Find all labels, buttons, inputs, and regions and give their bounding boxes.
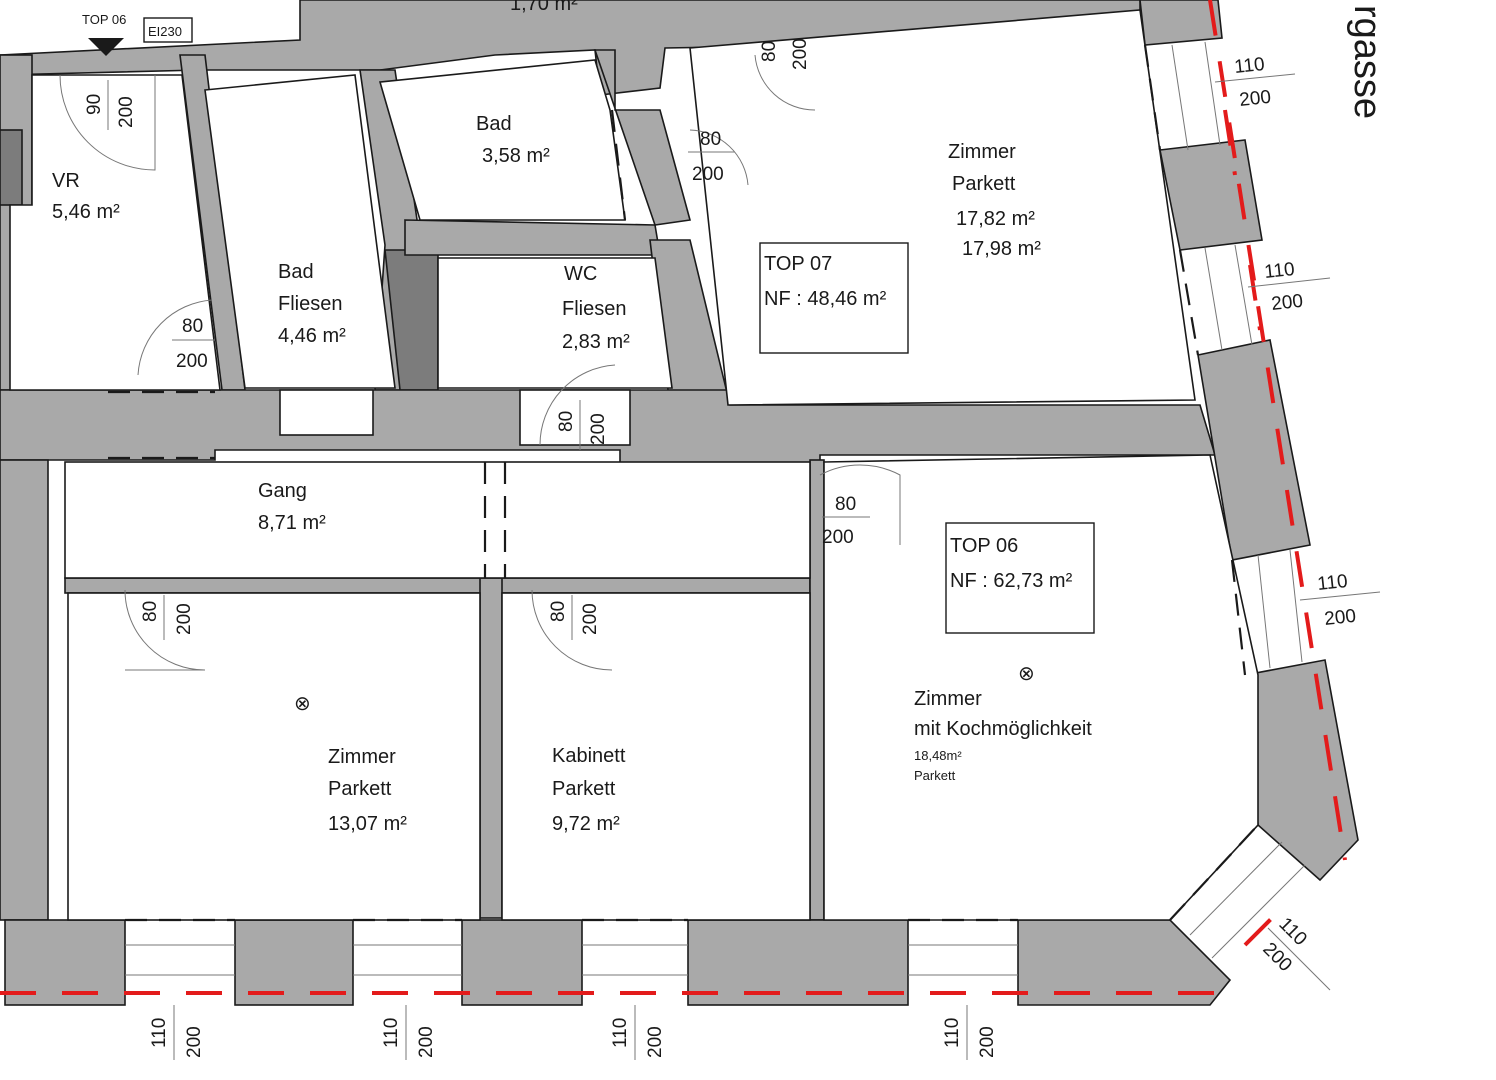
window-dim-width: 110 — [1316, 571, 1348, 595]
door-dim-width: 80 — [759, 41, 780, 62]
vr-name: VR — [52, 170, 80, 192]
wc-name: WC — [564, 263, 597, 285]
bad-main-name: Bad — [278, 261, 314, 283]
bad-main-area: 4,46 m² — [278, 325, 346, 347]
door-dim-width: 80 — [700, 129, 721, 150]
fire-rating-box — [143, 17, 193, 43]
window-dim-height: 200 — [645, 1026, 666, 1058]
window-dim-height: 200 — [977, 1026, 998, 1058]
zimmer-top07-area2: 17,98 m² — [962, 238, 1041, 260]
top06-label: TOP 06 — [950, 535, 1018, 557]
door-dim-height: 200 — [116, 96, 137, 128]
door-dim-height: 200 — [580, 603, 601, 635]
zimmer-koch-subtitle: mit Kochmöglichkeit — [914, 718, 1092, 740]
zimmer-koch-name: Zimmer — [914, 688, 982, 710]
dashed-openings — [108, 44, 1259, 922]
window-dim-width: 110 — [381, 1018, 402, 1048]
door-dim-width: 80 — [835, 494, 856, 515]
bad-main-floor: Fliesen — [278, 293, 342, 315]
zimmer-left-floor: Parkett — [328, 778, 392, 800]
zimmer-koch-area: 18,48m² — [914, 748, 962, 763]
window-lines — [125, 41, 1306, 976]
gang-name: Gang — [258, 480, 307, 502]
top06-area: NF : 62,73 m² — [950, 570, 1073, 592]
door-dim-height: 200 — [176, 351, 208, 372]
door-dimensions: 90 200 80 200 80 200 80 200 80 200 80 20… — [84, 38, 870, 640]
window-dim-height: 200 — [1270, 291, 1304, 315]
zimmer-left-area: 13,07 m² — [328, 813, 407, 835]
door-dim-width: 80 — [548, 601, 569, 622]
wc-floor: Fliesen — [562, 298, 626, 320]
door-dim-width: 90 — [84, 94, 105, 115]
street-name: rgasse — [1346, 5, 1388, 119]
window-dim-height: 200 — [416, 1026, 437, 1058]
door-dim-height: 200 — [588, 413, 609, 445]
room-floors — [9, 9, 1259, 921]
top06-box — [945, 522, 1095, 634]
bad-small-area: 3,58 m² — [482, 145, 550, 167]
entrance-label: TOP 06 — [82, 12, 126, 27]
kabinett-name: Kabinett — [552, 745, 626, 767]
fire-rating: EI230 — [148, 24, 182, 39]
window-markers — [0, 0, 1347, 995]
door-dim-width: 80 — [556, 411, 577, 432]
door-dim-height: 200 — [822, 527, 854, 548]
smoke-detector-icon: ⊗ — [294, 693, 311, 715]
top-fragment-area: 1,70 m² — [510, 0, 578, 15]
room-labels: 1,70 m² VR 5,46 m² Bad 3,58 m² Bad Flies… — [52, 0, 1092, 835]
door-dim-height: 200 — [692, 164, 724, 185]
window-dim-height: 200 — [184, 1026, 205, 1058]
window-dim-height: 200 — [1238, 87, 1272, 111]
kabinett-floor: Parkett — [552, 778, 616, 800]
window-dim-width: 110 — [610, 1018, 631, 1048]
zimmer-top07-name: Zimmer — [948, 141, 1016, 163]
window-dim-width: 110 — [149, 1018, 170, 1048]
window-dim-width: 110 — [942, 1018, 963, 1048]
zimmer-top07-area: 17,82 m² — [956, 208, 1035, 230]
vr-area: 5,46 m² — [52, 201, 120, 223]
smoke-detector-icon: ⊗ — [1018, 663, 1035, 685]
bad-small-name: Bad — [476, 113, 512, 135]
top07-area: NF : 48,46 m² — [764, 288, 887, 310]
entrance-arrow-icon — [88, 38, 124, 56]
window-dimensions: 110 200 110 200 110 200 110 200 110 200 … — [149, 54, 1381, 1060]
kabinett-area: 9,72 m² — [552, 813, 620, 835]
zimmer-top07-floor: Parkett — [952, 173, 1016, 195]
door-dim-width: 80 — [140, 601, 161, 622]
door-swings — [59, 54, 901, 671]
gang-area: 8,71 m² — [258, 512, 326, 534]
window-dim-height: 200 — [1258, 939, 1295, 976]
window-dim-width: 110 — [1263, 259, 1295, 283]
top07-label: TOP 07 — [764, 253, 832, 275]
zimmer-koch-floor: Parkett — [914, 768, 956, 783]
window-dim-width: 110 — [1233, 54, 1265, 78]
wc-area: 2,83 m² — [562, 331, 630, 353]
window-dim-height: 200 — [1323, 606, 1357, 630]
door-dim-height: 200 — [174, 603, 195, 635]
zimmer-left-name: Zimmer — [328, 746, 396, 768]
door-dim-width: 80 — [182, 316, 203, 337]
top07-box — [759, 242, 909, 354]
door-dim-height: 200 — [790, 38, 811, 70]
